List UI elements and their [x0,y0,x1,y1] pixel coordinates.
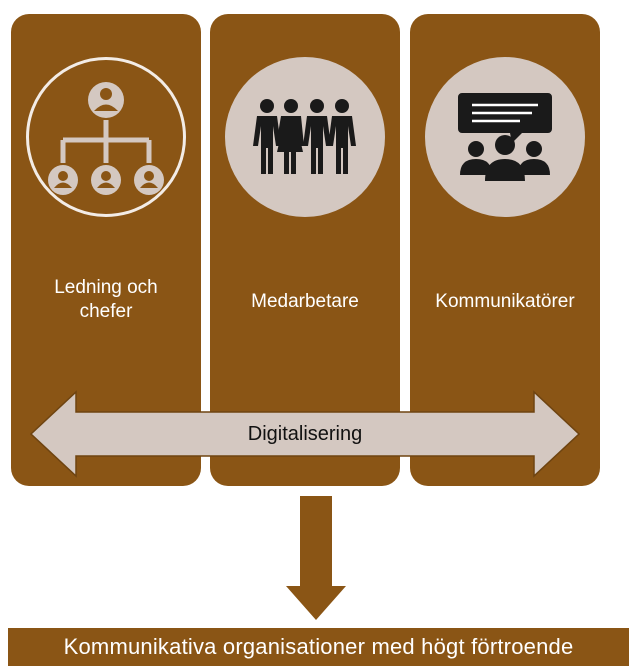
org-hierarchy-icon [48,82,164,195]
result-banner: Kommunikativa organisationer med högt fö… [8,628,629,666]
column-kommunikatorer: Kommunikatörer [410,14,600,486]
column-label-kommunikatorer: Kommunikatörer [435,291,575,312]
staff-circle [225,57,385,217]
column-label-medarbetare: Medarbetare [251,291,359,312]
communicators-circle [425,57,585,217]
column-ledning: Ledning och chefer [11,14,201,486]
digitalisering-label: Digitalisering [247,422,363,445]
leadership-circle [26,57,186,217]
digitalisering-double-arrow [30,390,580,478]
speech-audience-icon [458,93,552,181]
column-medarbetare: Medarbetare [210,14,400,486]
people-group-icon [253,99,356,174]
column-label-ledning: Ledning och chefer [54,277,158,322]
down-arrow [286,496,346,620]
